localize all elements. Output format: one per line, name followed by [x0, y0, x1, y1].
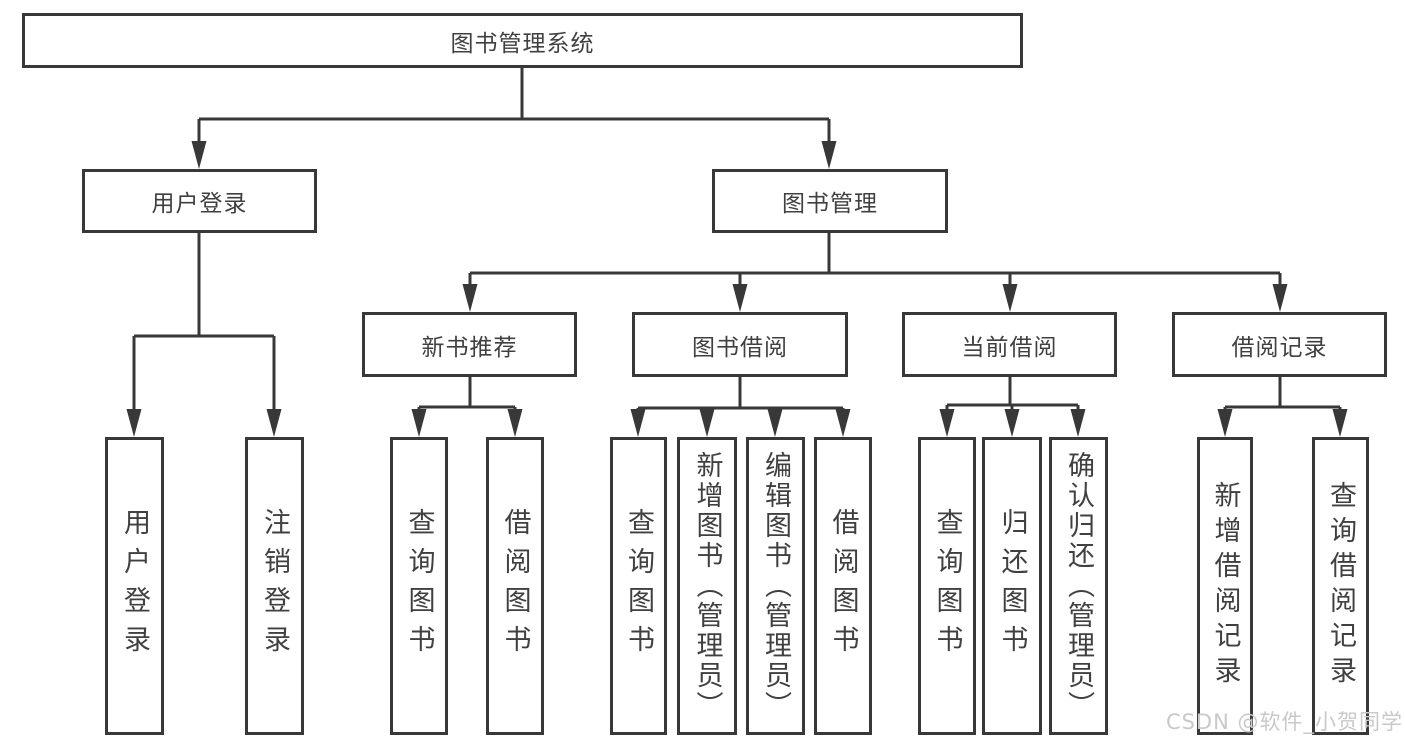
- node-user-login: 用户登录: [82, 169, 317, 233]
- leaf-logout-label: 注销登录: [259, 508, 290, 664]
- leaf-return-book-label: 归还图书: [996, 508, 1028, 664]
- node-user-login-label: 用户登录: [151, 191, 248, 217]
- leaf-query-book-2: 查询图书: [610, 437, 667, 735]
- leaf-query-book-1-label: 查询图书: [403, 508, 435, 664]
- node-book-borrow-label: 图书借阅: [692, 334, 788, 361]
- node-borrow-record: 借阅记录: [1172, 312, 1387, 377]
- leaf-borrow-book-1-label: 借阅图书: [499, 508, 531, 664]
- connector-borrow-record-children: [1223, 377, 1342, 411]
- arrowheads-level2: [462, 284, 1288, 312]
- node-current-borrow: 当前借阅: [902, 312, 1117, 377]
- leaf-query-book-1: 查询图书: [390, 437, 448, 735]
- leaf-query-borrow-record: 查询借阅记录: [1312, 437, 1369, 735]
- node-current-borrow-label: 当前借阅: [961, 334, 1058, 361]
- node-borrow-record-label: 借阅记录: [1231, 334, 1328, 361]
- connector-book-mgmt-to-level2: [468, 233, 1282, 286]
- connector-root-to-level1: [197, 68, 831, 143]
- leaf-edit-book-admin: 编辑图书（管理员）: [746, 437, 805, 735]
- node-root-label: 图书管理系统: [450, 30, 595, 57]
- leaf-add-book-admin-label: 新增图书（管理员）: [691, 451, 723, 721]
- node-root: 图书管理系统: [22, 13, 1023, 68]
- leaf-query-book-3: 查询图书: [918, 437, 976, 735]
- node-book-mgmt: 图书管理: [712, 169, 948, 233]
- arrowheads-borrow-record-children: [1217, 409, 1348, 437]
- connector-book-borrow-children: [636, 377, 845, 411]
- leaf-query-borrow-record-label: 查询借阅记录: [1325, 481, 1356, 691]
- arrowheads-book-borrow-children: [630, 409, 851, 437]
- leaf-add-borrow-record: 新增借阅记录: [1197, 437, 1253, 735]
- leaf-logout: 注销登录: [245, 437, 304, 735]
- arrowheads-user-login-children: [126, 409, 282, 437]
- leaf-borrow-book-2-label: 借阅图书: [827, 508, 859, 664]
- leaf-add-book-admin: 新增图书（管理员）: [677, 437, 737, 735]
- leaf-borrow-book-1: 借阅图书: [486, 437, 544, 735]
- leaf-borrow-book-2: 借阅图书: [814, 437, 872, 735]
- leaf-user-login-label: 用户登录: [119, 508, 150, 664]
- leaf-user-login: 用户登录: [105, 437, 164, 735]
- node-new-book-rec: 新书推荐: [362, 312, 577, 377]
- connector-current-borrow-children: [945, 377, 1080, 411]
- leaf-query-book-3-label: 查询图书: [931, 508, 963, 664]
- connector-new-book-children: [417, 377, 517, 411]
- leaf-confirm-return-admin-label: 确认归还（管理员）: [1063, 451, 1094, 721]
- node-book-mgmt-label: 图书管理: [782, 191, 878, 217]
- connector-user-login-children: [132, 232, 276, 411]
- csdn-watermark: CSDN @软件_小贺同学: [1165, 710, 1403, 734]
- leaf-confirm-return-admin: 确认归还（管理员）: [1049, 437, 1108, 735]
- leaf-edit-book-admin-label: 编辑图书（管理员）: [760, 451, 791, 721]
- leaf-query-book-2-label: 查询图书: [623, 508, 654, 664]
- node-new-book-rec-label: 新书推荐: [421, 334, 518, 361]
- arrowheads-new-book-children: [411, 409, 523, 437]
- leaf-return-book: 归还图书: [982, 437, 1042, 735]
- arrowheads-current-borrow-children: [939, 409, 1086, 437]
- leaf-add-borrow-record-label: 新增借阅记录: [1209, 481, 1241, 691]
- node-book-borrow: 图书借阅: [632, 312, 848, 377]
- arrowheads-level1: [191, 141, 837, 169]
